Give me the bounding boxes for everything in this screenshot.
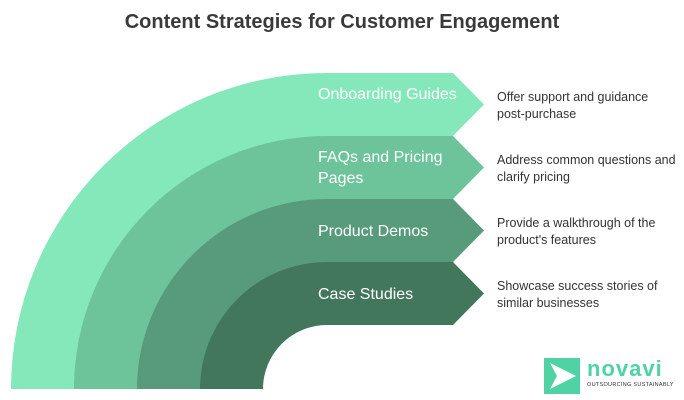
layer-description-demos: Provide a walkthrough of the product's f…: [497, 216, 656, 247]
diagram-title: Content Strategies for Customer Engageme…: [124, 11, 560, 33]
layer-label-onboarding: Onboarding Guides: [318, 86, 457, 103]
novavi-logo: novavi OUTSOURCING SUSTAINABLY: [544, 356, 674, 394]
layer-label-case-studies: Case Studies: [318, 286, 414, 303]
logo-arrow-icon: [544, 358, 580, 394]
inner-hole: [263, 325, 337, 394]
layer-description-case-studies: Showcase success stories of similar busi…: [497, 279, 658, 310]
layer-description-faqs: Address common questions and clarify pri…: [497, 153, 676, 184]
layer-description-onboarding: Offer support and guidance post-purchase: [497, 90, 649, 121]
layer-label-demos: Product Demos: [318, 223, 429, 240]
logo-name: novavi: [587, 356, 663, 381]
layer-band-case-studies: [200, 262, 484, 389]
logo-tagline: OUTSOURCING SUSTAINABLY: [587, 382, 674, 388]
layer-label-faqs: FAQs and Pricing Pages: [318, 149, 443, 187]
